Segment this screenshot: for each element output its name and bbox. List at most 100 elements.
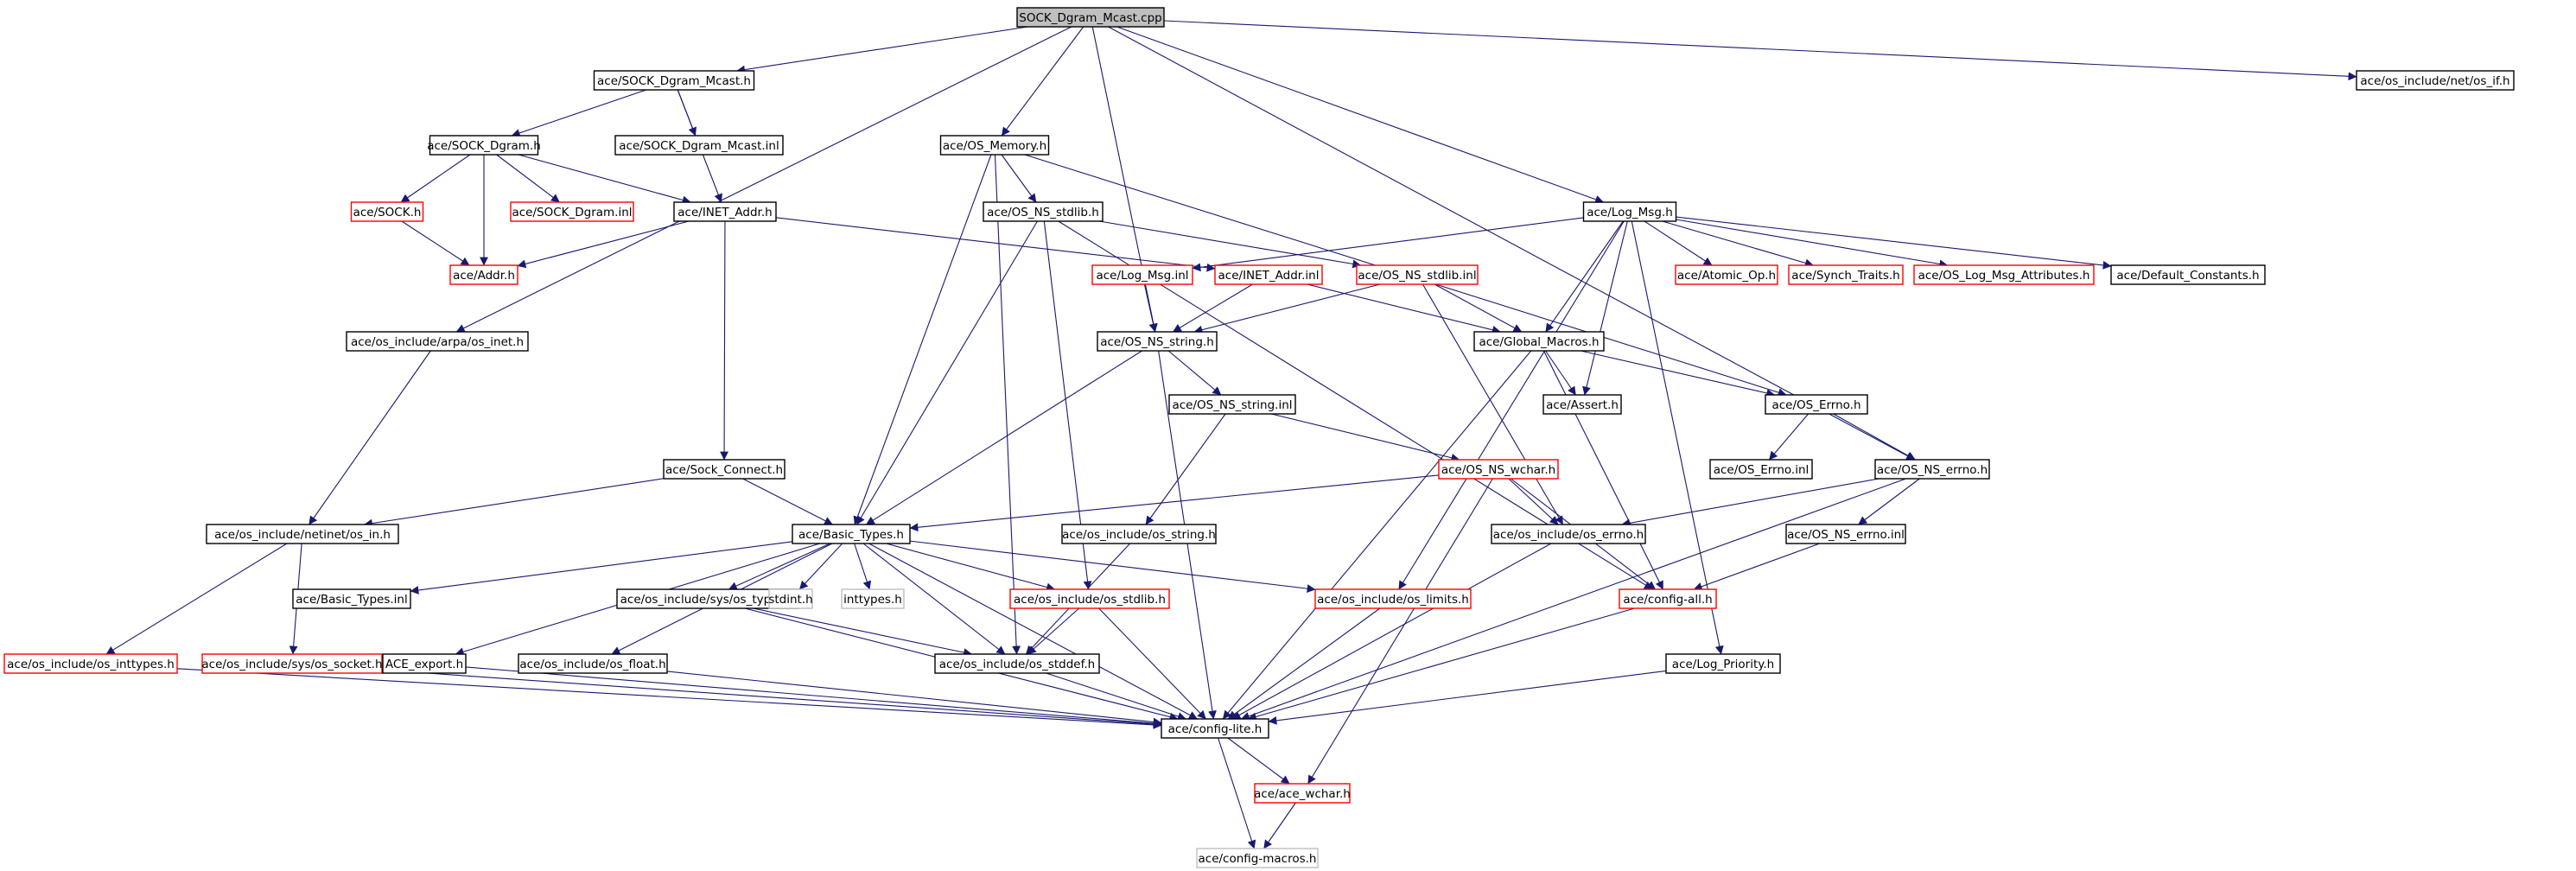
node-ace-export[interactable]: ACE_export.h [382,653,467,674]
node-os-stddef[interactable]: ace/os_include/os_stddef.h [934,653,1100,674]
node-label: ace/Log_Msg.inl [1096,269,1188,283]
node-sock-dgram-inl[interactable]: ace/SOCK_Dgram.inl [510,201,634,222]
node-label: ace/SOCK_Dgram.h [427,139,541,153]
node-box [1254,783,1351,804]
node-os-log-msg-attr[interactable]: ace/OS_Log_Msg_Attributes.h [1913,264,2095,285]
node-sock-dgram-h[interactable]: ace/SOCK_Dgram.h [427,135,541,156]
node-os-ns-errno-inl[interactable]: ace/OS_NS_errno.inl [1785,524,1906,544]
node-sys-socket[interactable]: ace/os_include/sys/os_socket.h [201,653,383,674]
edge-sock_connect-to-netinet_in [364,478,665,528]
node-box [1016,7,1165,28]
node-label: ace/Addr.h [453,269,515,283]
node-synch-traits[interactable]: ace/Synch_Traits.h [1788,264,1904,285]
node-label: ace/OS_Memory.h [943,139,1046,153]
edge-inet_addr_inl-to-global_macros [1307,283,1501,334]
node-os-errno-inl[interactable]: ace/OS_Errno.inl [1709,459,1813,480]
node-label: ace/INET_Addr.h [677,206,772,219]
node-assert-h[interactable]: ace/Assert.h [1542,394,1622,415]
node-log-msg-inl[interactable]: ace/Log_Msg.inl [1091,264,1193,285]
node-config-macros[interactable]: ace/config-macros.h [1196,848,1319,868]
node-label: ACE_export.h [385,658,463,671]
node-label: ace/OS_NS_errno.inl [1787,528,1905,542]
node-ace-wchar[interactable]: ace/ace_wchar.h [1254,783,1351,804]
edge-sys_socket-to-config_lite [381,669,1162,728]
node-os-ns-errno-h[interactable]: ace/OS_NS_errno.h [1874,459,1990,480]
node-box [673,201,777,222]
node-box [1874,459,1990,480]
edge-os_include_errno-to-config_lite [1231,543,1552,720]
node-atomic-op[interactable]: ace/Atomic_Op.h [1675,264,1778,285]
edge-os_stdlib-to-config_lite [1098,607,1206,720]
node-log-msg-h[interactable]: ace/Log_Msg.h [1582,201,1677,222]
node-box [614,135,784,156]
edge-netinet_in-to-os_inttypes [105,543,288,655]
node-label: ace/Synch_Traits.h [1791,269,1899,283]
edge-basic_types_h-to-os_limits [909,540,1316,594]
node-os-ns-wchar[interactable]: ace/OS_NS_wchar.h [1438,459,1559,480]
node-box [1438,459,1559,480]
node-sys-types[interactable]: ace/os_include/sys/os_types.h [616,588,799,609]
node-os-inttypes[interactable]: ace/os_include/os_inttypes.h [3,653,178,674]
edge-basic_types_h-to-stdint [798,543,843,590]
node-box [792,524,911,544]
node-label: ace/SOCK.h [353,206,422,219]
node-os-if[interactable]: ace/os_include/net/os_if.h [2356,70,2515,91]
edge-sock_dgram_h-to-sock_dgram_inl [496,154,560,203]
node-box [1582,201,1677,222]
node-os-ns-string-inl[interactable]: ace/OS_NS_string.inl [1168,394,1296,415]
node-basic-types-inl[interactable]: ace/Basic_Types.inl [292,588,411,609]
node-root[interactable]: SOCK_Dgram_Mcast.cpp [1016,7,1165,28]
node-inet-addr-inl[interactable]: ace/INET_Addr.inl [1214,264,1323,285]
node-inttypes[interactable]: inttypes.h [841,588,905,609]
node-global-macros[interactable]: ace/Global_Macros.h [1473,331,1605,352]
edge-os_ns_errno_h-to-os_ns_errno_inl [1858,478,1920,525]
node-label: ace/os_include/os_stdlib.h [1014,593,1166,607]
node-arpa-inet[interactable]: ace/os_include/arpa/os_inet.h [346,331,529,352]
node-config-all[interactable]: ace/config-all.h [1619,588,1717,609]
node-os-ns-stdlib-inl[interactable]: ace/OS_NS_stdlib.inl [1356,264,1479,285]
node-default-constants[interactable]: ace/Default_Constants.h [2110,264,2266,285]
node-label: ace/Atomic_Op.h [1677,269,1776,283]
edge-os_memory-to-os_ns_stdlib_h [1001,154,1037,203]
node-os-errno-h[interactable]: ace/OS_Errno.h [1765,394,1868,415]
node-os-include-os-string[interactable]: ace/os_include/os_string.h [1061,524,1217,544]
edge-os_ns_string_inl-to-os_include_os_string [1145,413,1226,525]
node-box [3,653,178,674]
edge-log_msg_h-to-assert_h [1582,220,1628,396]
node-os-stdlib[interactable]: ace/os_include/os_stdlib.h [1009,588,1170,609]
edge-inet_addr_h-to-sock_connect [720,220,729,461]
node-box [1491,524,1646,544]
node-config-lite[interactable]: ace/config-lite.h [1161,718,1269,739]
node-log-priority[interactable]: ace/Log_Priority.h [1665,653,1781,674]
node-sock-dgram-mcast-h[interactable]: ace/SOCK_Dgram_Mcast.h [593,70,755,91]
node-os-ns-stdlib-h[interactable]: ace/OS_NS_stdlib.h [983,201,1104,222]
node-box [206,524,399,544]
node-sock-h[interactable]: ace/SOCK.h [350,201,424,222]
node-box [292,588,411,609]
node-sock-dgram-mcast-inl[interactable]: ace/SOCK_Dgram_Mcast.inl [614,135,784,156]
node-stdint[interactable]: stdint.h [768,588,813,609]
node-os-float[interactable]: ace/os_include/os_float.h [518,653,668,674]
node-basic-types-h[interactable]: ace/Basic_Types.h [792,524,911,544]
node-netinet-in[interactable]: ace/os_include/netinet/os_in.h [206,524,399,544]
node-label: ace/os_include/os_float.h [519,658,665,671]
edge-os_ns_wchar-to-ace_wchar [1307,478,1493,785]
node-inet-addr-h[interactable]: ace/INET_Addr.h [673,201,777,222]
node-box [1665,653,1781,674]
node-box [1785,524,1906,544]
node-box [1619,588,1717,609]
node-os-limits[interactable]: ace/os_include/os_limits.h [1314,588,1472,609]
node-os-memory[interactable]: ace/OS_Memory.h [939,135,1050,156]
node-os-ns-string-h[interactable]: ace/OS_NS_string.h [1097,331,1218,352]
edge-basic_types_h-to-sys_types [728,543,830,590]
edge-global_macros-to-assert_h [1545,350,1576,396]
node-label: ace/Basic_Types.inl [296,593,407,607]
edge-root-to-os_if [1163,20,2357,81]
node-label: SOCK_Dgram_Mcast.cpp [1019,11,1161,25]
node-sock-connect[interactable]: ace/Sock_Connect.h [663,459,786,480]
node-label: ace/Basic_Types.h [798,528,904,542]
node-addr-h[interactable]: ace/Addr.h [449,264,518,285]
node-label: ace/Assert.h [1546,398,1619,412]
node-os-include-errno[interactable]: ace/os_include/os_errno.h [1491,524,1646,544]
edge-os_limits-to-config_lite [1227,607,1381,720]
